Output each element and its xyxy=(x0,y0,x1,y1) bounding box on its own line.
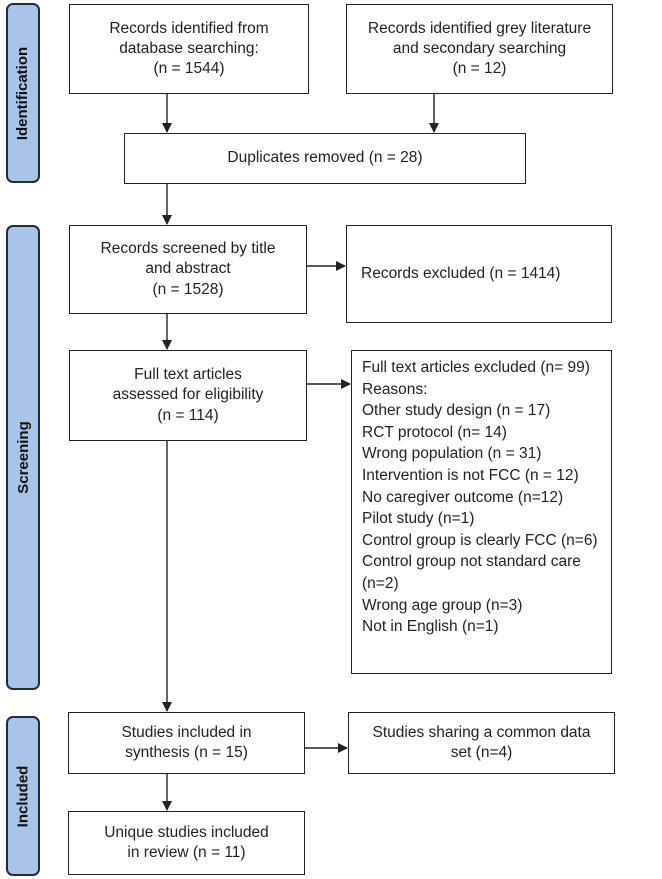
box-text-line: Studies sharing a common data xyxy=(372,723,591,741)
phase-identification: Identification xyxy=(6,3,40,183)
exclusion-line: Reasons: xyxy=(362,380,428,398)
exclusion-line: Other study design (n = 17) xyxy=(362,402,551,420)
box-text-line: (n = 114) xyxy=(157,406,219,424)
box-text-line: Records excluded (n = 1414) xyxy=(361,264,561,282)
exclusion-line: No caregiver outcome (n=12) xyxy=(362,488,564,506)
box-text-line: set (n=4) xyxy=(450,744,513,761)
box-text-line: in review (n = 11) xyxy=(127,844,246,861)
box-text-line: database searching: xyxy=(119,39,259,57)
exclusion-line: Intervention is not FCC (n = 12) xyxy=(362,466,579,484)
exclusion-line: Wrong population (n = 31) xyxy=(362,445,542,463)
exclusion-line: Not in English (n=1) xyxy=(362,618,499,636)
box-text-line: Records screened by title xyxy=(100,240,276,258)
exclusion-line: Full text articles excluded (n= 99) xyxy=(362,359,590,376)
exclusion-line: Wrong age group (n=3) xyxy=(362,596,523,614)
box-text-line: Unique studies included xyxy=(104,823,269,841)
box-text-line: Records identified from xyxy=(109,19,269,37)
box-text-line: (n = 1544) xyxy=(153,60,225,78)
exclusion-line: Pilot study (n=1) xyxy=(362,510,475,528)
box-text-line: Duplicates removed (n = 28) xyxy=(227,149,423,167)
box-duplicates-removed: Duplicates removed (n = 28) xyxy=(124,133,526,184)
box-text-line: and abstract xyxy=(145,260,231,278)
box-common-data-set: Studies sharing a common data set (n=4) xyxy=(348,712,615,774)
exclusion-line: RCT protocol (n= 14) xyxy=(362,423,507,441)
exclusion-line: Control group is clearly FCC (n=6) xyxy=(362,531,598,549)
box-studies-synthesis: Studies included in synthesis (n = 15) xyxy=(68,712,305,774)
exclusion-line: Control group not standard care xyxy=(362,553,581,571)
box-text-line: Full text articles xyxy=(134,366,242,384)
box-text-line: Studies included in xyxy=(121,723,252,741)
box-full-text-excluded: Full text articles excluded (n= 99) Reas… xyxy=(351,350,612,674)
box-unique-studies: Unique studies included in review (n = 1… xyxy=(68,811,305,875)
box-text-line: (n = 12) xyxy=(452,60,507,78)
box-text-line: (n = 1528) xyxy=(152,280,224,298)
box-full-text-assessed: Full text articles assessed for eligibil… xyxy=(69,350,307,441)
box-grey-literature: Records identified grey literature and s… xyxy=(346,4,613,94)
box-records-screened: Records screened by title and abstract (… xyxy=(69,225,307,314)
box-text-line: and secondary searching xyxy=(392,39,567,57)
box-text-line: assessed for eligibility xyxy=(112,386,264,404)
box-database-search: Records identified from database searchi… xyxy=(69,4,309,94)
box-records-excluded: Records excluded (n = 1414) xyxy=(346,225,612,323)
box-text-line: synthesis (n = 15) xyxy=(125,744,248,761)
box-text-line: Records identified grey literature xyxy=(367,19,592,37)
phase-included: Included xyxy=(6,716,40,876)
exclusion-line: (n=2) xyxy=(362,574,399,592)
phase-screening: Screening xyxy=(6,225,40,690)
